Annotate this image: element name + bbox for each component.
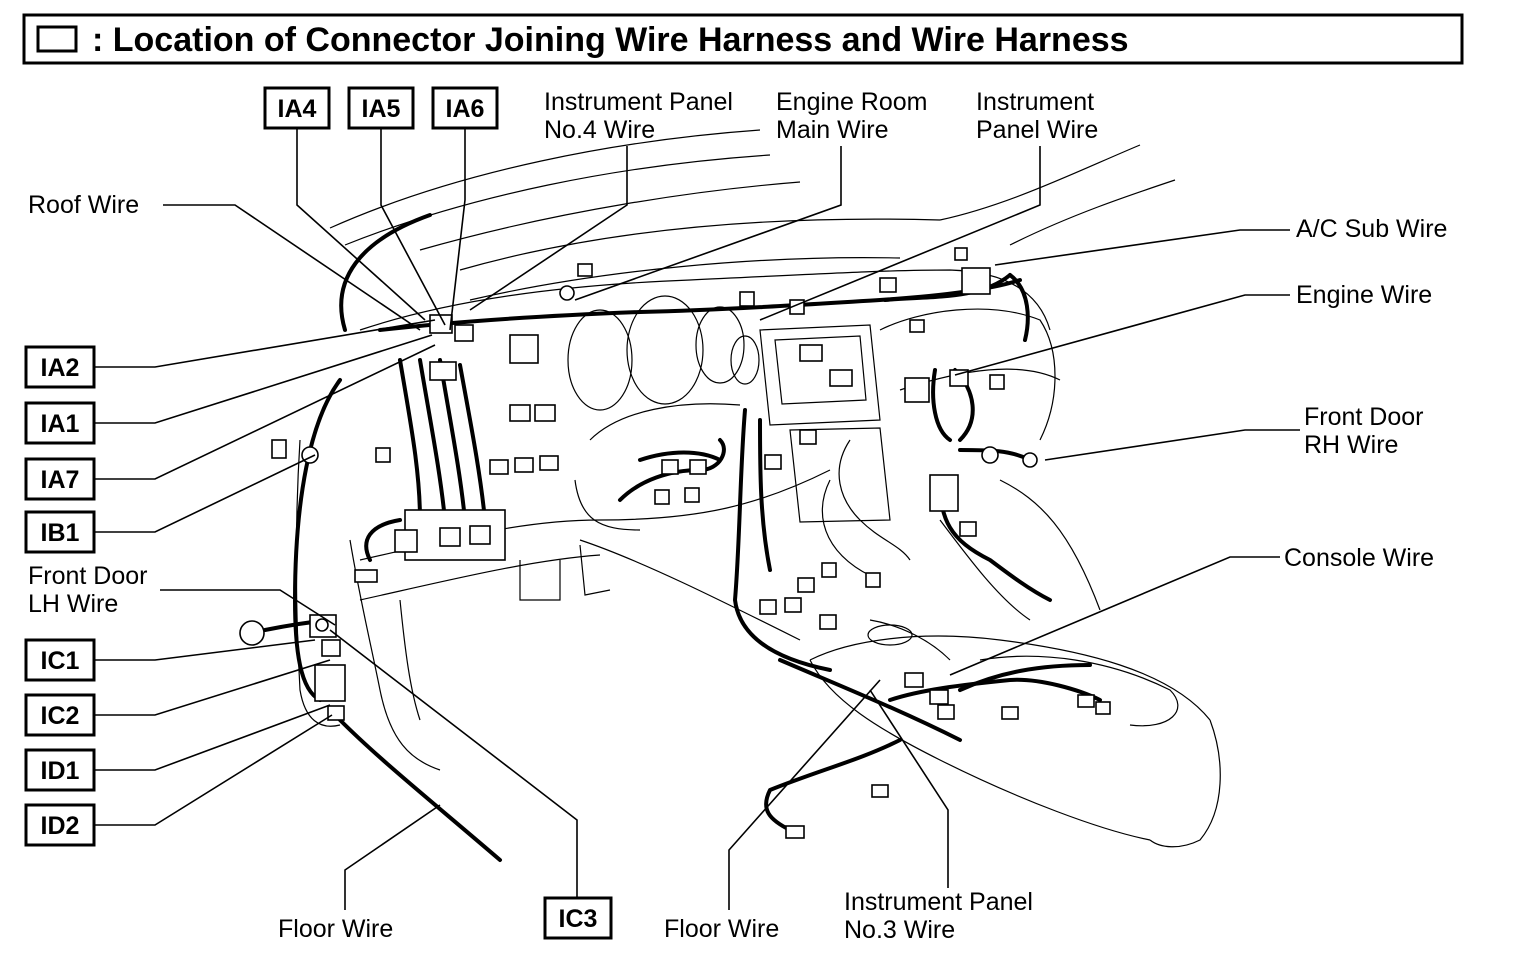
code-ib1: IB1 — [24, 510, 96, 554]
dashboard-outline — [295, 129, 1221, 848]
code-id2: ID2 — [24, 803, 96, 847]
code-ic1: IC1 — [24, 638, 96, 682]
connector-blocks — [239, 247, 1111, 839]
code-ia1-label: IA1 — [41, 410, 80, 438]
code-ia5-label: IA5 — [362, 95, 401, 123]
label-front-door-rh-line2: RH Wire — [1304, 431, 1398, 459]
harness-bundles — [263, 213, 1102, 862]
page-title: : Location of Connector Joining Wire Har… — [92, 21, 1129, 59]
code-ib1-label: IB1 — [41, 519, 80, 547]
label-floor-wire-left: Floor Wire — [278, 915, 393, 943]
leader-lines — [94, 128, 1300, 910]
code-id2-label: ID2 — [41, 812, 80, 840]
code-ia5: IA5 — [347, 86, 415, 130]
label-front-door-lh-line2: LH Wire — [28, 590, 118, 618]
square-box-icon — [36, 25, 78, 53]
code-id1: ID1 — [24, 748, 96, 792]
label-floor-wire-right: Floor Wire — [664, 915, 779, 943]
code-ic1-label: IC1 — [41, 647, 80, 675]
label-instrument-panel-no3-line2: No.3 Wire — [844, 916, 955, 944]
code-ia1: IA1 — [24, 401, 96, 445]
code-ia4: IA4 — [263, 86, 331, 130]
code-ia6-label: IA6 — [446, 95, 485, 123]
label-instrument-panel-no4-line2: No.4 Wire — [544, 116, 655, 144]
label-roof-wire: Roof Wire — [28, 191, 139, 219]
label-instrument-panel-line1: Instrument — [976, 88, 1094, 116]
label-instrument-panel-no3-line1: Instrument Panel — [844, 888, 1033, 916]
code-id1-label: ID1 — [41, 757, 80, 785]
label-front-door-rh-line1: Front Door — [1304, 403, 1423, 431]
code-ia7-label: IA7 — [41, 466, 80, 494]
code-ia7: IA7 — [24, 457, 96, 501]
code-ia2-label: IA2 — [41, 354, 80, 382]
code-ic2-label: IC2 — [41, 702, 80, 730]
label-instrument-panel-line2: Panel Wire — [976, 116, 1098, 144]
label-instrument-panel-no4-line1: Instrument Panel — [544, 88, 733, 116]
label-engine-room-main-line1: Engine Room — [776, 88, 927, 116]
label-engine-room-main-line2: Main Wire — [776, 116, 889, 144]
code-ia2: IA2 — [24, 345, 96, 389]
code-ia4-label: IA4 — [278, 95, 317, 123]
code-ic3: IC3 — [543, 896, 613, 940]
label-ac-sub-wire: A/C Sub Wire — [1296, 215, 1447, 243]
code-ic2: IC2 — [24, 693, 96, 737]
code-ic3-label: IC3 — [559, 905, 598, 933]
label-console-wire: Console Wire — [1284, 544, 1434, 572]
label-front-door-lh-line1: Front Door — [28, 562, 147, 590]
label-engine-wire: Engine Wire — [1296, 281, 1432, 309]
code-ia6: IA6 — [431, 86, 499, 130]
title-frame — [22, 13, 1464, 65]
